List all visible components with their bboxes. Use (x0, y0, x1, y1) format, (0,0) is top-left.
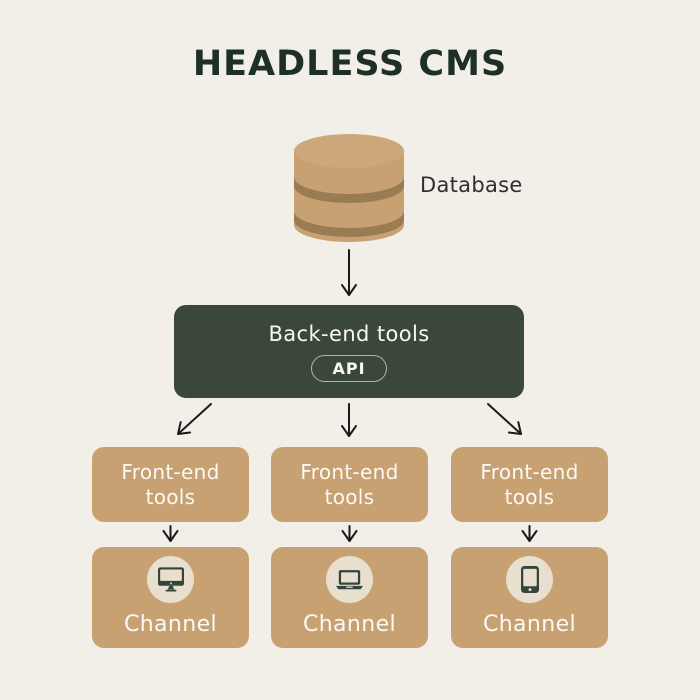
frontend-tools-box-1: Front-end tools (92, 447, 249, 522)
api-badge: API (311, 354, 387, 382)
backend-tools-label: Back-end tools (268, 321, 430, 346)
desktop-monitor-icon (147, 556, 194, 603)
channel-label: Channel (123, 612, 218, 637)
smartphone-icon (506, 556, 553, 603)
channel-label: Channel (482, 612, 577, 637)
page-title: HEADLESS CMS (192, 44, 508, 84)
database-label: Database (420, 173, 523, 197)
frontend-tools-box-3: Front-end tools (451, 447, 608, 522)
laptop-icon (326, 556, 373, 603)
channel-box-smartphone: Channel (451, 547, 608, 648)
channel-box-laptop: Channel (271, 547, 428, 648)
backend-tools-box: Back-end tools API (174, 305, 524, 398)
frontend-tools-box-2: Front-end tools (271, 447, 428, 522)
channel-box-desktop: Channel (92, 547, 249, 648)
database-cylinder-icon (292, 132, 406, 248)
channel-label: Channel (302, 612, 397, 637)
